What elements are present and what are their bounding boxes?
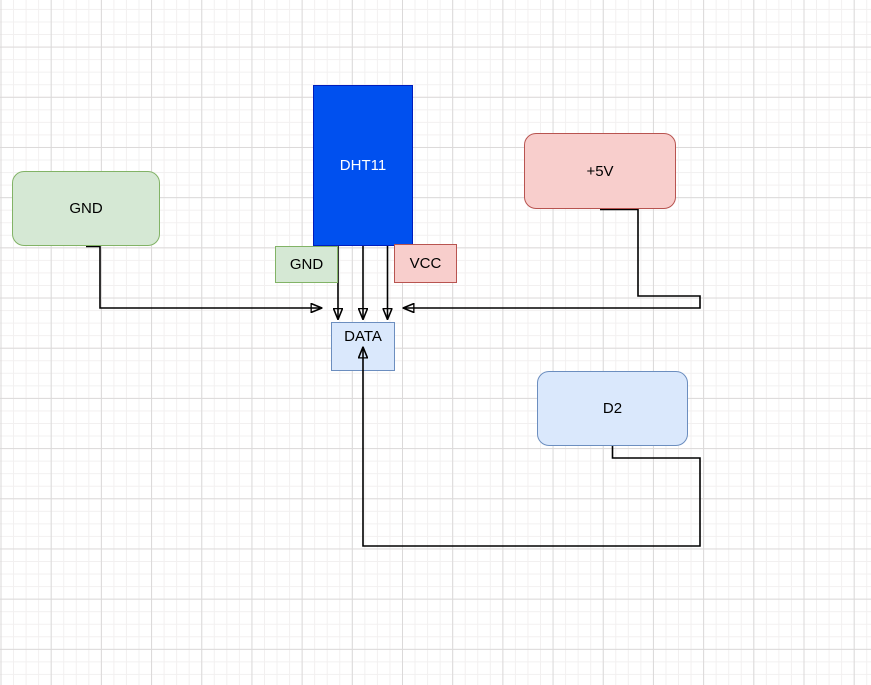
pin-gnd-label: GND xyxy=(289,256,324,273)
node-gnd-source-label: GND xyxy=(69,200,103,217)
node-dht11[interactable]: DHT11 xyxy=(313,85,413,246)
pin-gnd[interactable]: GND xyxy=(275,246,338,283)
node-dht11-label: DHT11 xyxy=(339,157,387,174)
wire-gnd-to-data[interactable] xyxy=(86,245,322,309)
wire-d2-to-data[interactable] xyxy=(363,347,701,547)
node-plus5v[interactable]: +5V xyxy=(524,133,676,209)
node-d2-label: D2 xyxy=(602,400,623,417)
node-d2[interactable]: D2 xyxy=(537,371,688,446)
node-gnd-source[interactable]: GND xyxy=(12,171,160,246)
pin-vcc[interactable]: VCC xyxy=(394,244,457,283)
wire-5v-to-data[interactable] xyxy=(403,208,701,309)
node-plus5v-label: +5V xyxy=(586,162,614,180)
pin-vcc-label: VCC xyxy=(409,255,442,272)
